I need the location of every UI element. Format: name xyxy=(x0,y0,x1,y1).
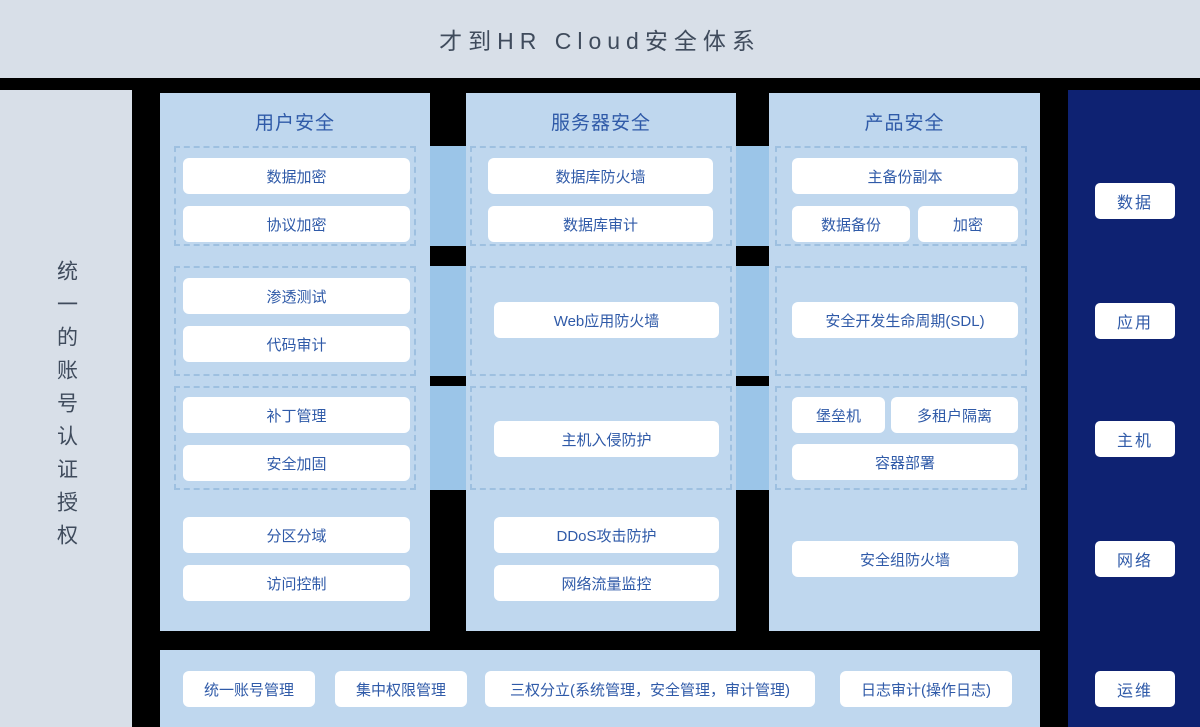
item-pill[interactable]: 主备份副本 xyxy=(792,158,1018,194)
item-pill[interactable]: 安全加固 xyxy=(183,445,410,481)
bottom-item-pill[interactable]: 日志审计(操作日志) xyxy=(840,671,1012,707)
item-pill[interactable]: 安全开发生命周期(SDL) xyxy=(792,302,1018,338)
connector-strip-a2 xyxy=(430,266,466,376)
connector-strip-a1 xyxy=(430,146,466,246)
page-title: 才到HR Cloud安全体系 xyxy=(439,28,761,54)
item-pill[interactable]: 数据备份 xyxy=(792,206,910,242)
bottom-item-pill[interactable]: 集中权限管理 xyxy=(335,671,467,707)
item-pill[interactable]: DDoS攻击防护 xyxy=(494,517,719,553)
group-box-3-3 xyxy=(775,386,1027,490)
connector-strip-b3 xyxy=(736,386,769,490)
column-title-3: 产品安全 xyxy=(864,112,945,134)
group-box-2-3 xyxy=(470,386,732,490)
bottom-item-pill[interactable]: 统一账号管理 xyxy=(183,671,315,707)
group-box-3-1 xyxy=(775,146,1027,246)
item-pill[interactable]: 访问控制 xyxy=(183,565,410,601)
rail-chip-ops[interactable]: 运维 xyxy=(1095,671,1175,707)
group-box-2-1 xyxy=(470,146,732,246)
column-title-2: 服务器安全 xyxy=(550,112,651,134)
item-pill[interactable]: 网络流量监控 xyxy=(494,565,719,601)
column-title-1: 用户安全 xyxy=(254,112,335,134)
item-pill[interactable]: 渗透测试 xyxy=(183,278,410,314)
rail-chip-app[interactable]: 应用 xyxy=(1095,303,1175,339)
item-pill[interactable]: 协议加密 xyxy=(183,206,410,242)
connector-strip-b1 xyxy=(736,146,769,246)
connector-strip-b2 xyxy=(736,266,769,376)
connector-strip-a3 xyxy=(430,386,466,490)
item-pill[interactable]: 数据加密 xyxy=(183,158,410,194)
group-box-3-2 xyxy=(775,266,1027,376)
group-box-1-3 xyxy=(174,386,416,490)
item-pill[interactable]: 多租户隔离 xyxy=(891,397,1018,433)
group-box-2-2 xyxy=(470,266,732,376)
group-box-1-2 xyxy=(174,266,416,376)
item-pill[interactable]: Web应用防火墙 xyxy=(494,302,719,338)
rail-chip-network[interactable]: 网络 xyxy=(1095,541,1175,577)
item-pill[interactable]: 代码审计 xyxy=(183,326,410,362)
header-bar: 才到HR Cloud安全体系 xyxy=(0,0,1200,78)
left-rail-label: 统一的账号认证授权 xyxy=(54,260,78,557)
right-rail-panel: 数据 应用 主机 网络 运维 xyxy=(1068,90,1200,727)
item-pill[interactable]: 安全组防火墙 xyxy=(792,541,1018,577)
left-rail-panel: 统一的账号认证授权 xyxy=(0,90,132,727)
item-pill[interactable]: 主机入侵防护 xyxy=(494,421,719,457)
item-pill[interactable]: 补丁管理 xyxy=(183,397,410,433)
group-box-1-1 xyxy=(174,146,416,246)
item-pill[interactable]: 数据库审计 xyxy=(488,206,713,242)
item-pill[interactable]: 容器部署 xyxy=(792,444,1018,480)
item-pill[interactable]: 分区分域 xyxy=(183,517,410,553)
bottom-item-pill[interactable]: 三权分立(系统管理，安全管理，审计管理) xyxy=(485,671,815,707)
item-pill[interactable]: 加密 xyxy=(918,206,1018,242)
rail-chip-data[interactable]: 数据 xyxy=(1095,183,1175,219)
item-pill[interactable]: 堡垒机 xyxy=(792,397,885,433)
item-pill[interactable]: 数据库防火墙 xyxy=(488,158,713,194)
rail-chip-host[interactable]: 主机 xyxy=(1095,421,1175,457)
bottom-bar-panel: 统一账号管理 集中权限管理 三权分立(系统管理，安全管理，审计管理) 日志审计(… xyxy=(160,650,1040,727)
